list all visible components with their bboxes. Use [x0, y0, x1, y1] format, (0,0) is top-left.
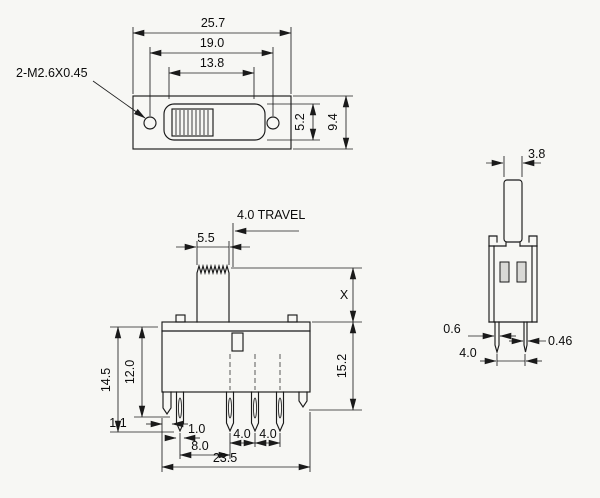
dim-pin-width-front: 1.0 — [188, 422, 205, 436]
terminal-pin-2 — [225, 391, 235, 433]
travel-note: 4.0 TRAVEL — [237, 208, 305, 222]
ext-lines-19-0 — [149, 47, 274, 116]
dim-pin-pitch-2: 4.0 — [259, 427, 276, 441]
ext-lines-25-7 — [132, 27, 292, 94]
mount-bracket-right — [298, 391, 308, 409]
dim-knob-width: 5.5 — [197, 231, 214, 245]
side-pin-right — [523, 321, 528, 353]
dim-pin-pitch-1: 4.0 — [233, 427, 250, 441]
dim-knob-height: X — [340, 288, 349, 302]
dim-pin-depth: 12.0 — [123, 360, 137, 384]
frame-hook-left — [488, 235, 498, 247]
terminal-pin-1 — [175, 391, 185, 433]
dim-overall-height: 14.5 — [99, 368, 113, 392]
top-view: 25.7 19.0 13.8 2-M2.6X0.45 5.2 9.4 — [16, 16, 353, 150]
dim-pin-width-side: 0.6 — [443, 322, 460, 336]
thread-callout-leader — [92, 80, 146, 119]
thread-callout-label: 2-M2.6X0.45 — [16, 66, 88, 80]
mounting-hole-left — [143, 116, 157, 130]
frame-hook-right — [528, 235, 538, 247]
mounting-hole-right — [266, 116, 280, 130]
slider-knob-front — [196, 263, 230, 323]
front-view-body — [161, 321, 311, 393]
side-view: 3.8 0.6 4.0 0.46 — [443, 147, 572, 366]
center-window — [231, 332, 244, 352]
top-tab-right — [287, 314, 298, 323]
side-view-body — [488, 235, 538, 323]
contact-window-left — [499, 261, 510, 283]
dim-pin-thickness: 0.46 — [548, 334, 572, 348]
dim-hole-pitch: 19.0 — [200, 36, 224, 50]
ext-lines-4-0-side — [496, 354, 526, 366]
hidden-contact-lines — [229, 354, 281, 390]
dim-body-height: 15.2 — [335, 354, 349, 378]
dim-body-depth: 9.4 — [326, 113, 340, 130]
top-view-slot — [163, 103, 266, 141]
slider-knob-top — [171, 108, 214, 137]
ext-lines-5-5 — [196, 241, 230, 265]
dim-knob-depth: 3.8 — [528, 147, 545, 161]
slider-knob-side — [503, 179, 523, 243]
dim-pin-span: 4.0 — [459, 346, 476, 360]
mount-bracket-left — [162, 391, 172, 416]
ext-lines-13-8 — [168, 67, 255, 99]
ext-lines-3-8 — [503, 156, 523, 177]
top-tab-left — [175, 314, 186, 323]
dim-overall-width-front: 23.5 — [213, 451, 237, 465]
top-view-body — [132, 95, 292, 150]
dim-slot-length: 13.8 — [200, 56, 224, 70]
terminal-pin-4 — [275, 391, 285, 433]
dim-slot-height: 5.2 — [293, 113, 307, 130]
contact-window-right — [516, 261, 527, 283]
front-view: 4.0 TRAVEL 5.5 X 15.2 14.5 12.0 1.1 — [99, 208, 362, 472]
dim-pin-pitch-wide: 8.0 — [191, 439, 208, 453]
dim-overall-width-top: 25.7 — [201, 16, 225, 30]
side-pin-left — [494, 321, 500, 355]
dim-bracket-width: 1.1 — [109, 416, 126, 430]
terminal-pin-3 — [250, 391, 260, 433]
knurl-hatch — [175, 110, 209, 135]
